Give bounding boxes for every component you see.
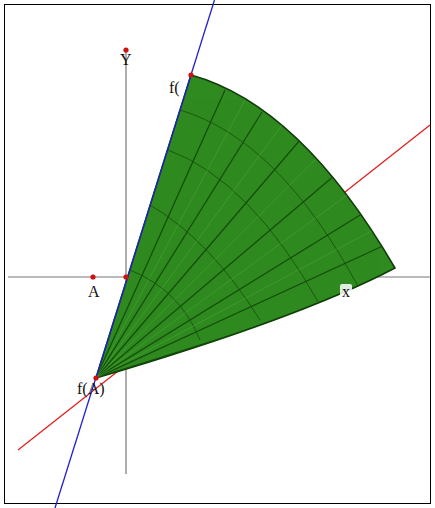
point-label: A — [88, 284, 100, 300]
axis-label: x — [340, 284, 352, 300]
axis-label: Y — [120, 52, 132, 68]
green-surface — [96, 75, 395, 378]
origin-point — [123, 274, 128, 279]
point-fb — [188, 72, 193, 77]
point-label: f( — [169, 80, 180, 96]
point-a — [90, 274, 95, 279]
blue-line — [55, 0, 215, 508]
point-label: f(A) — [77, 381, 105, 397]
frame-border — [5, 5, 431, 504]
point-fa — [93, 375, 98, 380]
y-axis — [125, 48, 126, 474]
